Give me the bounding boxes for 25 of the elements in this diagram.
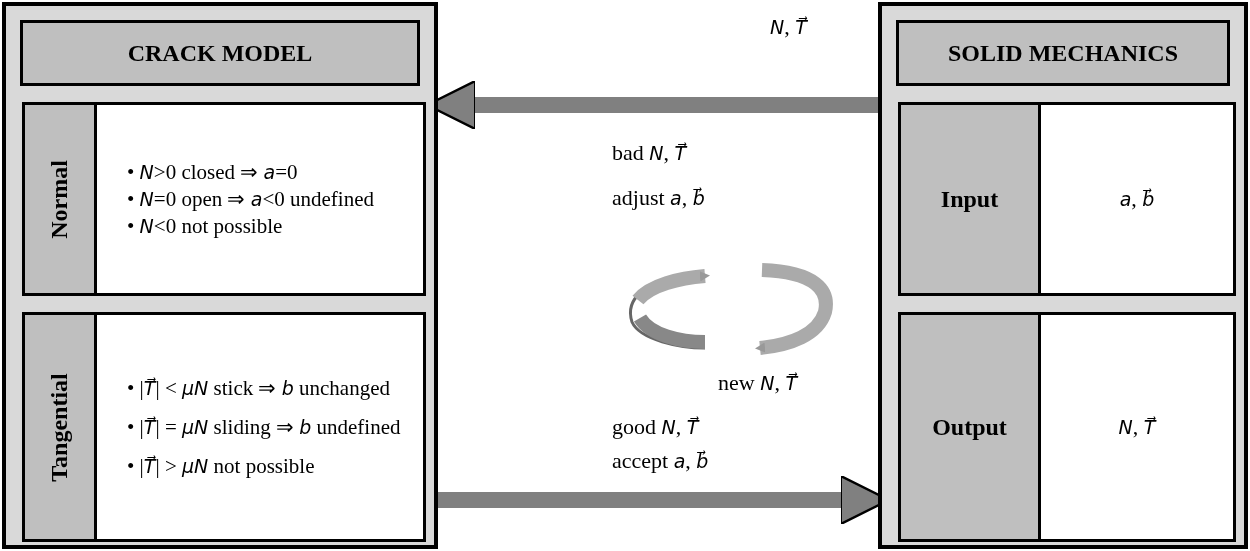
note-text: new N, T⃗ xyxy=(718,370,797,396)
section-label: Output xyxy=(932,413,1007,441)
variable-text: a, b⃗ xyxy=(1119,186,1155,212)
section-label: Input xyxy=(940,185,999,213)
note-text: adjust a, b⃗ xyxy=(612,185,705,211)
condition-text: • N>0 closed ⇒ a=0 xyxy=(127,159,299,185)
section-label: Tangential xyxy=(46,372,73,482)
condition-text: • |T⃗| < μN stick ⇒ b unchanged xyxy=(127,375,391,401)
edge-label: good N, T⃗ accept a, b⃗ xyxy=(612,413,710,475)
section-label: Normal xyxy=(46,159,73,239)
section-box xyxy=(898,312,1236,542)
section-box xyxy=(898,102,1236,296)
condition-text: • |T⃗| = μN sliding ⇒ b undefined xyxy=(127,414,402,440)
panel-background xyxy=(878,2,1248,549)
panel-title: CRACK MODEL xyxy=(20,20,420,86)
condition-text: • N<0 not possible xyxy=(127,213,284,239)
section-box xyxy=(22,102,426,296)
condition-text: • N=0 open ⇒ a<0 undefined xyxy=(127,186,375,212)
section-box xyxy=(22,312,426,542)
panel-background xyxy=(2,2,438,549)
panel-title: SOLID MECHANICS xyxy=(896,20,1230,86)
variable-text: N, T⃗ xyxy=(1118,414,1156,440)
condition-text: • |T⃗| > μN not possible xyxy=(127,453,316,479)
note-text: bad N, T⃗ xyxy=(612,140,687,166)
edge-label: N, T⃗ xyxy=(770,13,809,41)
